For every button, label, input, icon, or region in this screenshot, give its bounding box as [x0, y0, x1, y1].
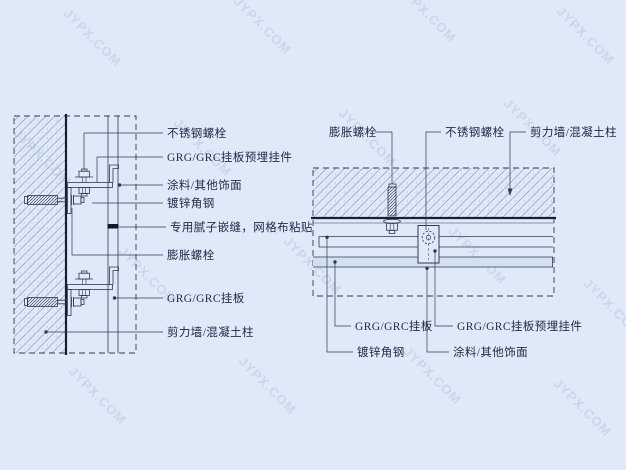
- left-expansion-bolt-lower: [24, 297, 85, 307]
- label-putty-joint-mesh: 专用腻子嵌缝，网格布粘贴: [170, 220, 313, 234]
- left-detail-drawing: 不锈钢螺栓 GRG/GRC挂板预埋挂件 涂料/其他饰面 镀锌角钢 专用腻子嵌缝，…: [13, 114, 313, 355]
- label-embedded-hanger: GRG/GRC挂板预埋挂件: [457, 319, 582, 333]
- left-expansion-bolt-upper: [24, 195, 85, 205]
- right-cut-boundary: [312, 167, 555, 297]
- left-leader-lines: [44, 132, 166, 334]
- left-bracket-upper: [67, 164, 119, 214]
- left-bracket-lower: [67, 266, 119, 316]
- label-stainless-steel-bolt: 不锈钢螺栓: [167, 126, 227, 140]
- stainless-bolt-symbol: [421, 230, 436, 245]
- label-paint-finish: 涂料/其他饰面: [453, 345, 528, 359]
- right-angle-steel-lines: [318, 236, 553, 248]
- label-galvanized-angle-steel: 镀锌角钢: [167, 196, 215, 210]
- label-galvanized-angle-steel: 镀锌角钢: [357, 345, 405, 359]
- label-expansion-bolt: 膨胀螺栓: [329, 125, 377, 139]
- label-expansion-bolt: 膨胀螺栓: [167, 248, 215, 262]
- right-wall-hatch: [313, 168, 554, 218]
- label-embedded-hanger: GRG/GRC挂板预埋挂件: [167, 150, 292, 164]
- right-detail-drawing: 膨胀螺栓 不锈钢螺栓 剪力墙/混凝土柱 GRG/GRC挂板 GRG/GRC挂板预…: [311, 125, 617, 359]
- leader-arrow: [507, 188, 513, 196]
- left-panel-joint: [107, 224, 119, 229]
- right-leader-lines: [325, 131, 526, 353]
- left-wall-hatch: [14, 116, 66, 353]
- label-grg-grc-panel: GRG/GRC挂板: [355, 319, 433, 333]
- right-embedded-hanger: [417, 225, 440, 264]
- label-shear-wall: 剪力墙/混凝土柱: [530, 125, 617, 139]
- label-grg-grc-panel: GRG/GRC挂板: [167, 291, 245, 305]
- label-paint-finish: 涂料/其他饰面: [167, 178, 242, 192]
- right-expansion-bolt: [383, 183, 401, 234]
- label-shear-wall: 剪力墙/混凝土柱: [167, 325, 254, 339]
- left-cut-boundary: [13, 115, 137, 354]
- label-stainless-steel-bolt: 不锈钢螺栓: [445, 125, 505, 139]
